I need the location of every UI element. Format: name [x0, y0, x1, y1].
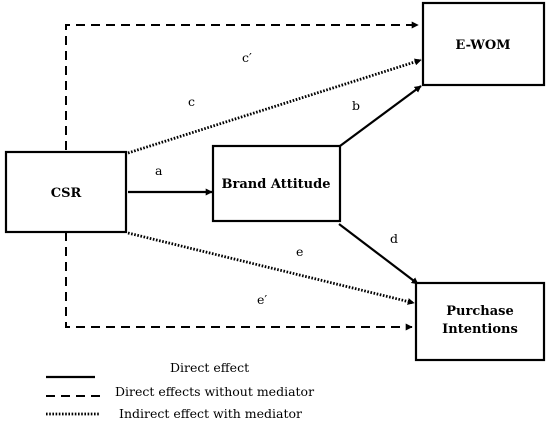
legend-indirect-label: Indirect effect with mediator — [119, 406, 302, 421]
path-e-prime-arrow — [65, 232, 413, 331]
path-c-prime-arrow — [65, 21, 419, 150]
node-purchase-label-line1: Purchase — [446, 304, 513, 319]
node-purchase-label-line2: Intentions — [442, 322, 518, 337]
node-csr: CSR — [4, 150, 128, 234]
node-brand-attitude-label: Brand Attitude — [222, 177, 331, 192]
path-d-arrow — [338, 223, 419, 285]
path-label-e-prime: e′ — [257, 292, 267, 307]
node-csr-label: CSR — [51, 186, 82, 201]
node-ewom-label: E-WOM — [455, 38, 510, 53]
path-label-e: e — [296, 244, 303, 259]
node-purchase-intentions: Purchase Intentions — [414, 281, 546, 362]
legend: Direct effect Direct effects without med… — [46, 360, 314, 421]
path-b-arrow — [339, 85, 422, 147]
path-label-b: b — [352, 98, 360, 113]
legend-direct-label: Direct effect — [170, 360, 249, 375]
path-label-d: d — [390, 231, 398, 246]
path-e-arrow — [127, 231, 415, 305]
path-label-c: c — [188, 94, 195, 109]
node-ewom: E-WOM — [421, 1, 546, 87]
path-label-a: a — [155, 163, 163, 178]
path-label-c-prime: c′ — [242, 50, 252, 65]
legend-direct-no-mediator-label: Direct effects without mediator — [115, 384, 314, 399]
node-brand-attitude: Brand Attitude — [211, 144, 342, 223]
path-c-arrow — [127, 58, 422, 155]
